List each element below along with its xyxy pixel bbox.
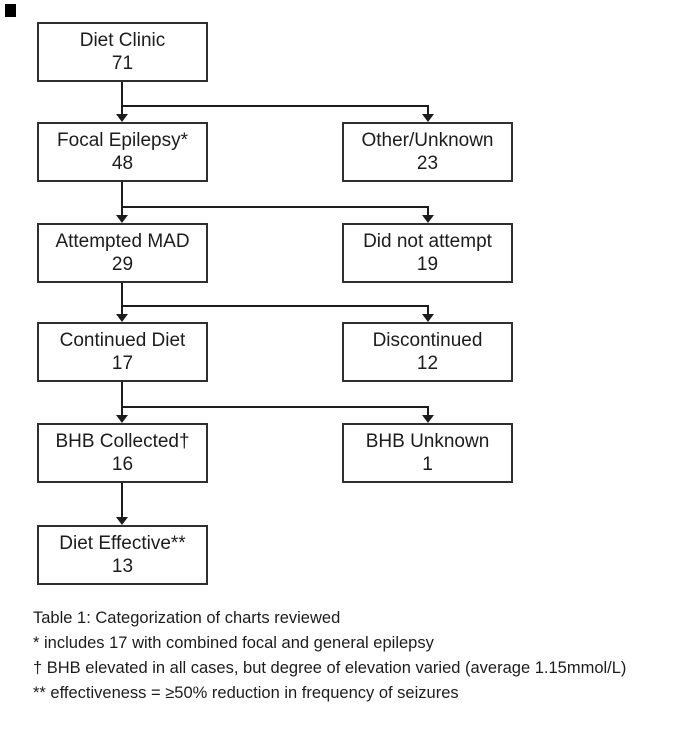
node-label: Diet Effective**	[59, 533, 186, 554]
node-label: Other/Unknown	[361, 130, 494, 151]
flow-node-continued-diet: Continued Diet 17	[37, 322, 208, 382]
caption-line-effectiveness-note: ** effectiveness = ≥50% reduction in fre…	[33, 684, 459, 702]
node-label: Did not attempt	[363, 231, 492, 252]
node-count: 19	[416, 254, 439, 275]
flow-node-diet-effective: Diet Effective** 13	[37, 525, 208, 585]
node-label: Continued Diet	[59, 330, 186, 351]
caption-line-asterisk-note: * includes 17 with combined focal and ge…	[33, 634, 434, 652]
connector-stem-1	[121, 82, 123, 114]
node-count: 16	[111, 454, 134, 475]
flow-node-other-unknown: Other/Unknown 23	[342, 122, 513, 182]
node-label: Attempted MAD	[55, 231, 190, 252]
node-label: Discontinued	[372, 330, 483, 351]
flow-node-bhb-unknown: BHB Unknown 1	[342, 423, 513, 483]
connector-stem-4	[121, 382, 123, 415]
connector-drop-1	[427, 106, 429, 114]
arrowhead-down-icon	[116, 215, 128, 223]
arrowhead-down-icon	[116, 314, 128, 322]
node-label: BHB Unknown	[365, 431, 490, 452]
node-label: Focal Epilepsy*	[57, 130, 188, 151]
node-count: 13	[111, 556, 134, 577]
connector-stem-2	[121, 182, 123, 215]
connector-stem-3	[121, 283, 123, 314]
connector-branch-4	[121, 406, 429, 408]
flow-node-diet-clinic: Diet Clinic 71	[37, 22, 208, 82]
corner-mark	[5, 4, 16, 17]
connector-drop-3	[427, 306, 429, 314]
connector-branch-1	[121, 105, 429, 107]
flow-node-discontinued: Discontinued 12	[342, 322, 513, 382]
flow-node-attempted-mad: Attempted MAD 29	[37, 223, 208, 283]
arrowhead-down-icon	[422, 415, 434, 423]
arrowhead-down-icon	[422, 215, 434, 223]
arrowhead-down-icon	[116, 517, 128, 525]
arrowhead-down-icon	[116, 114, 128, 122]
node-count: 48	[111, 153, 134, 174]
node-count: 12	[416, 353, 439, 374]
connector-drop-4	[427, 407, 429, 415]
node-count: 1	[422, 454, 433, 475]
node-count: 17	[111, 353, 134, 374]
arrowhead-down-icon	[422, 314, 434, 322]
flow-node-did-not-attempt: Did not attempt 19	[342, 223, 513, 283]
arrowhead-down-icon	[422, 114, 434, 122]
caption-line-dagger-note: † BHB elevated in all cases, but degree …	[33, 659, 627, 677]
connector-branch-2	[121, 206, 429, 208]
connector-stem-5	[121, 483, 123, 517]
connector-drop-2	[427, 207, 429, 215]
connector-branch-3	[121, 305, 429, 307]
node-label: Diet Clinic	[79, 30, 166, 51]
flow-node-bhb-collected: BHB Collected† 16	[37, 423, 208, 483]
flow-node-focal-epilepsy: Focal Epilepsy* 48	[37, 122, 208, 182]
figure-caption: Table 1: Categorization of charts review…	[33, 606, 663, 706]
node-count: 29	[111, 254, 134, 275]
node-count: 71	[111, 53, 134, 74]
node-count: 23	[416, 153, 439, 174]
arrowhead-down-icon	[116, 415, 128, 423]
caption-line-title: Table 1: Categorization of charts review…	[33, 609, 341, 627]
node-label: BHB Collected†	[55, 431, 190, 452]
